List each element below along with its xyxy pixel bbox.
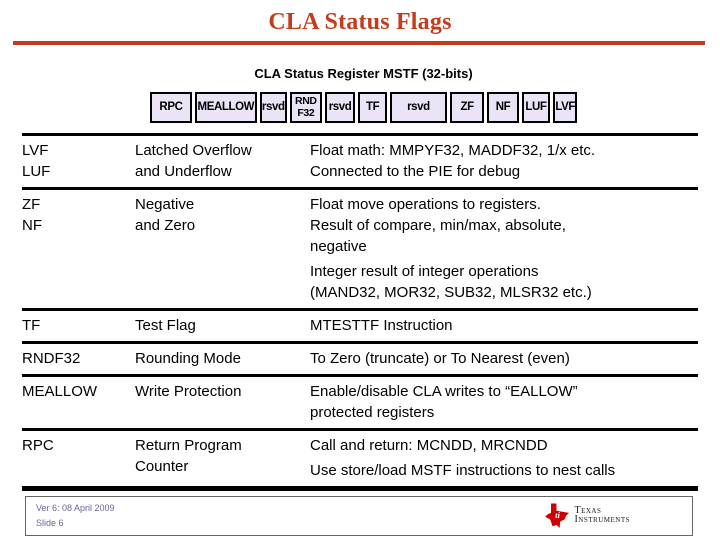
ti-logo-text: Texas Instruments: [574, 503, 630, 525]
footer-slide-number: Slide 6: [36, 518, 64, 528]
table-row-lvf-luf: LVF LUF Latched Overflow and Underflow F…: [22, 136, 698, 187]
register-field-lvf: LVF: [553, 92, 577, 123]
desc-cell: Float math: MMPYF32, MADDF32, 1/x etc. C…: [310, 140, 698, 182]
desc-paragraph: Use store/load MSTF instructions to nest…: [310, 462, 616, 479]
table-row-rpc: RPC Return Program Counter Call and retu…: [22, 428, 698, 486]
register-caption: CLA Status Register MSTF (32-bits): [254, 66, 473, 81]
meaning-cell: Negative and Zero: [135, 196, 196, 234]
desc-cell: Float move operations to registers. Resu…: [310, 194, 698, 303]
footer: Ver 6: 08 April 2009 Slide 6 ti Texas In…: [25, 496, 693, 536]
register-field-rsvd2: rsvd: [324, 92, 356, 123]
register-field-rndf32: RND F32: [289, 92, 322, 123]
meaning-cell: Test Flag: [135, 317, 196, 334]
table-row-zf-nf: ZF NF Negative and Zero Float move opera…: [22, 187, 698, 308]
footer-version: Ver 6: 08 April 2009: [36, 503, 115, 513]
table-row-meallow: MEALLOW Write Protection Enable/disable …: [22, 374, 698, 428]
flag-cell: RPC: [22, 437, 54, 454]
register-field-rpc: RPC: [150, 92, 192, 123]
ti-logo-line1: Texas: [574, 505, 602, 516]
desc-cell: MTESTTF Instruction: [310, 315, 698, 336]
desc-paragraph: Call and return: MCNDD, MRCNDD: [310, 437, 548, 454]
register-field-luf: LUF: [521, 92, 551, 123]
meaning-cell: Latched Overflow and Underflow: [135, 142, 252, 180]
table-row-rndf32: RNDF32 Rounding Mode To Zero (truncate) …: [22, 341, 698, 374]
svg-text:ti: ti: [556, 510, 561, 520]
register-field-zf: ZF: [449, 92, 485, 123]
register-field-meallow: MEALLOW: [194, 92, 257, 123]
desc-cell: Enable/disable CLA writes to “EALLOW” pr…: [310, 381, 698, 423]
ti-logo-line2: Instruments: [574, 514, 630, 525]
footer-version-slide: Ver 6: 08 April 2009 Slide 6: [36, 501, 115, 531]
flag-cell: RNDF32: [22, 350, 81, 367]
desc-paragraph: Integer result of integer operations (MA…: [310, 263, 592, 301]
register-field-rsvd3: rsvd: [390, 92, 447, 123]
desc-paragraph: Float move operations to registers. Resu…: [310, 196, 566, 255]
flag-cell: MEALLOW: [22, 383, 98, 400]
texas-instruments-icon: ti: [544, 503, 570, 529]
register-field-nf: NF: [487, 92, 519, 123]
meaning-cell: Return Program Counter: [135, 437, 242, 475]
page-title: CLA Status Flags: [268, 9, 452, 35]
register-diagram: RPC MEALLOW rsvd RND F32 rsvd TF rsvd ZF…: [150, 92, 577, 123]
desc-paragraph: Enable/disable CLA writes to “EALLOW” pr…: [310, 383, 578, 421]
title-underline: [13, 41, 705, 45]
flag-cell: ZF NF: [22, 196, 42, 234]
meaning-cell: Rounding Mode: [135, 350, 241, 367]
desc-cell: To Zero (truncate) or To Nearest (even): [310, 348, 698, 369]
desc-cell: Call and return: MCNDD, MRCNDD Use store…: [310, 435, 698, 481]
status-flags-table: LVF LUF Latched Overflow and Underflow F…: [22, 133, 698, 491]
table-row-tf: TF Test Flag MTESTTF Instruction: [22, 308, 698, 341]
ti-logo: ti Texas Instruments: [544, 503, 630, 529]
flag-cell: TF: [22, 317, 41, 334]
desc-paragraph: Float math: MMPYF32, MADDF32, 1/x etc. C…: [310, 142, 596, 180]
register-field-rsvd1: rsvd: [259, 92, 287, 123]
desc-paragraph: To Zero (truncate) or To Nearest (even): [310, 350, 570, 367]
register-field-tf: TF: [358, 92, 388, 123]
meaning-cell: Write Protection: [135, 383, 242, 400]
flag-cell: LVF LUF: [22, 142, 51, 180]
desc-paragraph: MTESTTF Instruction: [310, 317, 453, 334]
